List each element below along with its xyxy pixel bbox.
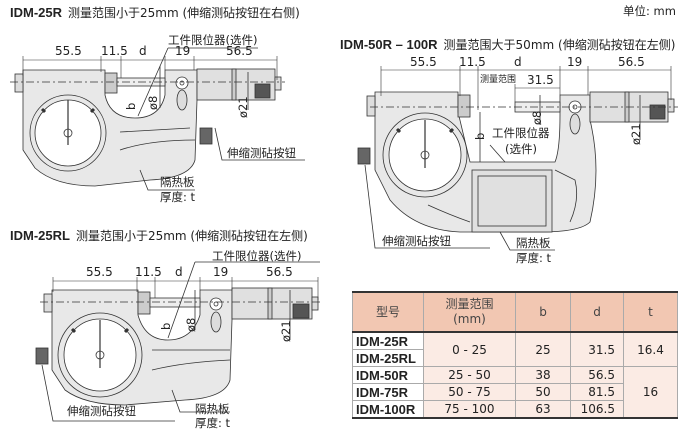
stopper-label: 工件限位器(选件) bbox=[168, 33, 258, 47]
dim-56-5: 56.5 bbox=[618, 55, 645, 69]
dim-d21: ø21 bbox=[236, 96, 250, 118]
cell-d: 56.5 bbox=[570, 366, 624, 384]
cell-b: 38 bbox=[515, 366, 571, 384]
header-range: 测量范围(mm) bbox=[423, 291, 516, 333]
model-name: IDM-25R bbox=[10, 5, 63, 20]
cell-range: 75 - 100 bbox=[423, 400, 516, 419]
cell-t: 16 bbox=[623, 366, 678, 419]
plate-label: 隔热板 bbox=[195, 402, 230, 416]
cell-b: 63 bbox=[515, 400, 571, 419]
cell-d: 31.5 bbox=[570, 331, 624, 367]
thickness-label: 厚度: t bbox=[160, 190, 196, 204]
cell-t: 16.4 bbox=[623, 331, 678, 367]
dim-19: 19 bbox=[567, 55, 583, 69]
button-label: 伸缩测砧按钮 bbox=[227, 146, 296, 160]
header-t: t bbox=[623, 291, 678, 333]
table-row: IDM-25RL bbox=[352, 349, 678, 367]
dim-55-5: 55.5 bbox=[55, 44, 82, 58]
diagram-title-idm-25r: IDM-25R 测量范围小于25mm (伸缩测砧按钮在右侧) bbox=[10, 4, 300, 21]
plate-label: 隔热板 bbox=[516, 236, 551, 250]
micrometer-idm-25rl-drawing bbox=[35, 261, 322, 422]
micrometer-idm-25r-drawing bbox=[10, 47, 305, 191]
dim-19: 19 bbox=[213, 265, 229, 279]
stopper-label: 工件限位器 bbox=[492, 126, 550, 140]
title-text: 测量范围小于25mm (伸缩测砧按钮在右侧) bbox=[68, 6, 300, 20]
dim-11-5: 11.5 bbox=[101, 44, 128, 58]
dim-d21: ø21 bbox=[279, 320, 293, 342]
title-text: 测量范围小于25mm (伸缩测砧按钮在左侧) bbox=[75, 229, 308, 243]
cell-range: 50 - 75 bbox=[423, 383, 516, 401]
cell-b: 25 bbox=[515, 331, 571, 367]
diagram-title-idm-50r-100r: IDM-50R – 100R 测量范围大于50mm (伸缩测砧按钮在左侧) bbox=[340, 36, 675, 53]
header-range-label: 测量范围 bbox=[445, 297, 494, 311]
table-row: IDM-50R 25 - 50 38 56.5 16 bbox=[352, 366, 678, 419]
dim-11-5: 11.5 bbox=[135, 265, 162, 279]
table-header-row: 型号 测量范围(mm) b d t bbox=[352, 291, 678, 333]
dim-31-5: 31.5 bbox=[527, 73, 554, 87]
spec-table: 型号 测量范围(mm) b d t IDM-25R 0 - 25 25 31.5… bbox=[352, 291, 678, 419]
table-row: IDM-100R 75 - 100 63 106.5 bbox=[352, 400, 678, 419]
cell-model: IDM-25R bbox=[352, 331, 424, 350]
dim-55-5: 55.5 bbox=[410, 55, 437, 69]
header-model: 型号 bbox=[352, 291, 424, 333]
dim-d8: ø8 bbox=[184, 317, 198, 332]
range-label-small: 测量范围 bbox=[480, 75, 517, 85]
plate-label: 隔热板 bbox=[160, 175, 195, 189]
header-range-unit: (mm) bbox=[453, 312, 486, 326]
cell-range: 25 - 50 bbox=[423, 366, 516, 384]
dim-11-5: 11.5 bbox=[459, 55, 486, 69]
cell-model: IDM-25RL bbox=[352, 349, 424, 367]
button-label: 伸缩测砧按钮 bbox=[67, 404, 136, 418]
dim-b: b bbox=[124, 102, 138, 110]
dim-b: b bbox=[473, 132, 487, 140]
dim-56-5: 56.5 bbox=[226, 44, 253, 58]
dim-d8: ø8 bbox=[146, 95, 160, 110]
cell-model: IDM-75R bbox=[352, 383, 424, 401]
header-b: b bbox=[515, 291, 571, 333]
stopper-label: 工件限位器(选件) bbox=[212, 249, 302, 263]
dim-d: d bbox=[139, 44, 147, 58]
cell-model: IDM-100R bbox=[352, 400, 424, 419]
unit-label: 单位: mm bbox=[623, 4, 676, 18]
dim-d: d bbox=[514, 55, 522, 69]
thickness-label: 厚度: t bbox=[516, 251, 552, 265]
thickness-label: 厚度: t bbox=[195, 416, 231, 430]
dim-d21: ø21 bbox=[629, 123, 643, 145]
cell-d: 81.5 bbox=[570, 383, 624, 401]
title-text: 测量范围大于50mm (伸缩测砧按钮在左侧) bbox=[443, 38, 676, 52]
header-d: d bbox=[570, 291, 624, 333]
cell-b: 50 bbox=[515, 383, 571, 401]
dim-d: d bbox=[175, 265, 183, 279]
cell-model: IDM-50R bbox=[352, 366, 424, 384]
model-name: IDM-25RL bbox=[10, 228, 70, 243]
stopper-optional-label: (选件) bbox=[505, 142, 537, 156]
table-row: IDM-25R 0 - 25 25 31.5 16.4 bbox=[352, 331, 678, 367]
model-name: IDM-50R – 100R bbox=[340, 37, 438, 52]
cell-d: 106.5 bbox=[570, 400, 624, 419]
dim-d8: ø8 bbox=[530, 110, 544, 125]
cell-range: 0 - 25 bbox=[423, 331, 516, 367]
dim-19: 19 bbox=[175, 44, 191, 58]
micrometer-idm-50r-100r-drawing bbox=[357, 66, 678, 251]
dim-b: b bbox=[159, 322, 173, 330]
dim-55-5: 55.5 bbox=[86, 265, 113, 279]
table-row: IDM-75R 50 - 75 50 81.5 bbox=[352, 383, 678, 401]
dim-56-5: 56.5 bbox=[266, 265, 293, 279]
diagram-title-idm-25rl: IDM-25RL 测量范围小于25mm (伸缩测砧按钮在左侧) bbox=[10, 227, 308, 244]
button-label: 伸缩测砧按钮 bbox=[382, 234, 451, 248]
